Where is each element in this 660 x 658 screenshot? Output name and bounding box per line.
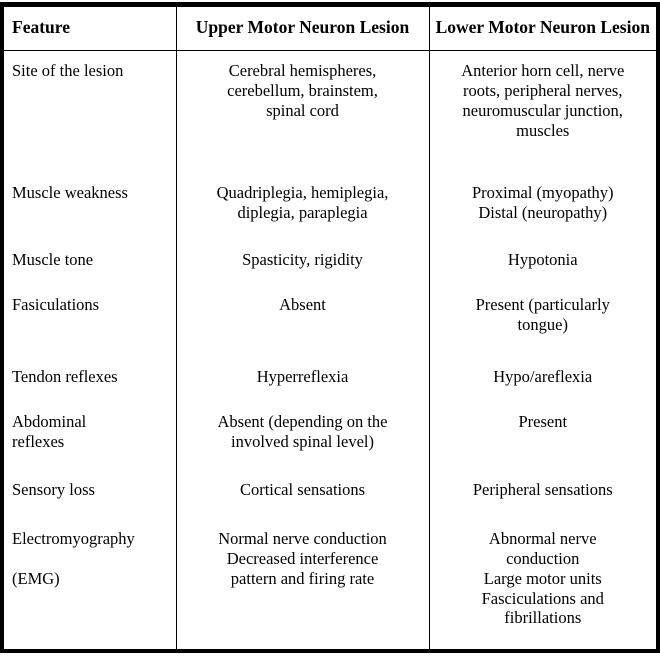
table-body: Site of the lesion Cerebral hemispheres,… (2, 50, 658, 651)
cell-lower-motor-neuron: Anterior horn cell, nerve roots, periphe… (429, 50, 658, 178)
table-header-row: Feature Upper Motor Neuron Lesion Lower … (2, 4, 658, 52)
cell-lower-motor-neuron: Peripheral sensations (429, 473, 658, 524)
table-row: Tendon reflexes Hyperreflexia Hypo/arefl… (2, 361, 658, 407)
cell-upper-motor-neuron: Absent (depending on the involved spinal… (176, 406, 430, 474)
cell-feature: Site of the lesion (2, 50, 177, 178)
table-row: Muscle tone Spasticity, rigidity Hypoton… (2, 244, 658, 290)
cell-feature: Tendon reflexes (2, 361, 177, 407)
cell-upper-motor-neuron: Normal nerve conduction Decreased interf… (176, 523, 430, 651)
cell-lower-motor-neuron: Proximal (myopathy) Distal (neuropathy) (429, 177, 658, 245)
cell-upper-motor-neuron: Cortical sensations (176, 473, 430, 524)
table-header: Feature Upper Motor Neuron Lesion Lower … (2, 4, 658, 52)
table-row: Site of the lesion Cerebral hemispheres,… (2, 50, 658, 178)
column-header-upper-motor-neuron-lesion: Upper Motor Neuron Lesion (176, 4, 430, 52)
cell-upper-motor-neuron: Cerebral hemispheres, cerebellum, brains… (176, 50, 430, 178)
cell-feature: Electromyography (EMG) (2, 523, 177, 651)
table-row: Electromyography (EMG) Normal nerve cond… (2, 523, 658, 651)
cell-feature: Muscle tone (2, 244, 177, 290)
cell-upper-motor-neuron: Quadriplegia, hemiplegia, diplegia, para… (176, 177, 430, 245)
cell-lower-motor-neuron: Present (429, 406, 658, 474)
cell-feature: Sensory loss (2, 473, 177, 524)
table-row: Abdominal reflexes Absent (depending on … (2, 406, 658, 474)
table-row: Sensory loss Cortical sensations Periphe… (2, 473, 658, 524)
column-header-lower-motor-neuron-lesion: Lower Motor Neuron Lesion (429, 4, 658, 52)
cell-lower-motor-neuron: Hypo/areflexia (429, 361, 658, 407)
cell-feature: Muscle weakness (2, 177, 177, 245)
cell-lower-motor-neuron: Hypotonia (429, 244, 658, 290)
cell-upper-motor-neuron: Spasticity, rigidity (176, 244, 430, 290)
table-row: Fasiculations Absent Present (particular… (2, 289, 658, 362)
column-header-feature: Feature (2, 4, 177, 52)
table-row: Muscle weakness Quadriplegia, hemiplegia… (2, 177, 658, 245)
cell-lower-motor-neuron: Present (particularly tongue) (429, 289, 658, 362)
cell-feature: Fasiculations (2, 289, 177, 362)
cell-upper-motor-neuron: Absent (176, 289, 430, 362)
cell-lower-motor-neuron: Abnormal nerve conduction Large motor un… (429, 523, 658, 651)
cell-feature: Abdominal reflexes (2, 406, 177, 474)
cell-upper-motor-neuron: Hyperreflexia (176, 361, 430, 407)
